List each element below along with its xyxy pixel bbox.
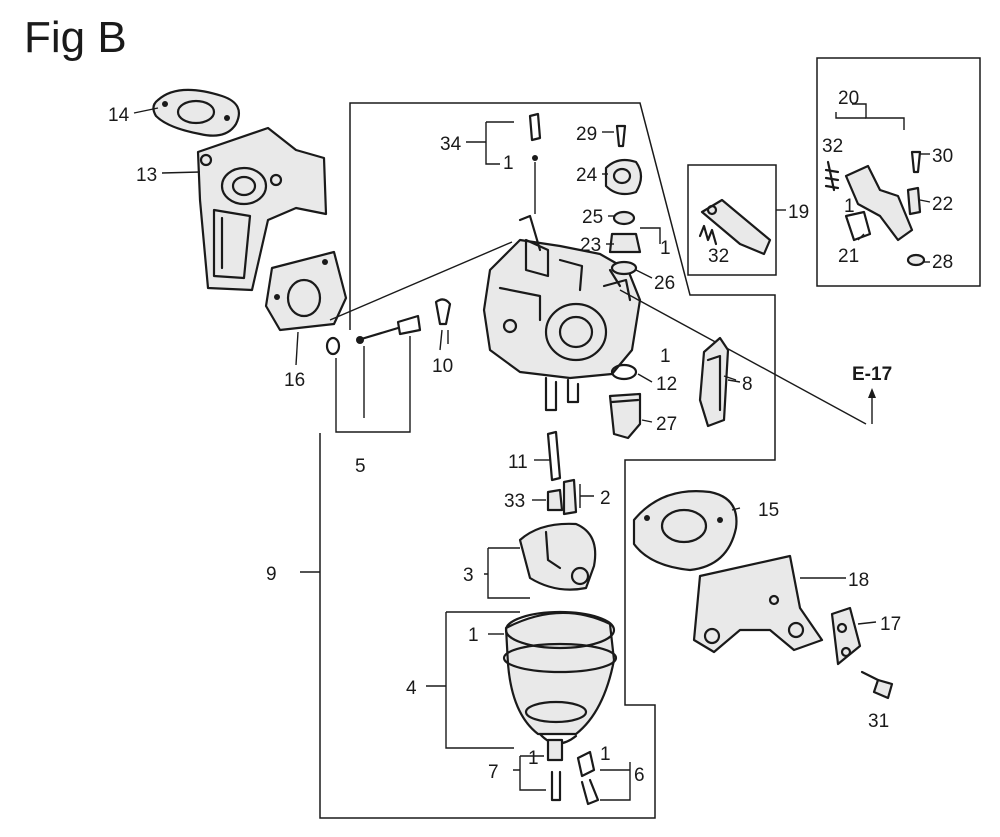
callout-labels: 14 13 16 5 10 34 1 29 24 25 23 1 26 1 12… [108, 88, 953, 786]
lever-19 [698, 198, 772, 256]
callout-27: 27 [656, 414, 677, 435]
callout-25: 25 [582, 207, 603, 228]
float-8 [698, 336, 737, 428]
leader-carb-right [619, 289, 867, 425]
callout-33: 33 [504, 491, 525, 512]
insulator-13 [196, 126, 328, 292]
callout-1-7: 1 [528, 748, 539, 769]
callout-1-21: 1 [844, 196, 855, 217]
arm-20 [824, 150, 926, 267]
callout-32-lever: 32 [708, 246, 729, 267]
lever-box [687, 164, 777, 276]
callout-34: 34 [440, 134, 462, 155]
callout-18: 18 [848, 570, 869, 591]
gasket-15 [632, 490, 738, 572]
callout-12: 12 [656, 374, 677, 395]
callout-5: 5 [355, 456, 366, 477]
stack-24-26 [604, 124, 643, 288]
callout-8: 8 [742, 374, 753, 395]
callout-15: 15 [758, 500, 779, 521]
arm-box [816, 57, 981, 287]
drain-screws-6-7 [546, 738, 600, 806]
float-12-27 [608, 363, 642, 440]
gasket-16 [264, 250, 348, 332]
assembly-frame-9 [319, 102, 776, 819]
callout-19: 19 [788, 202, 809, 223]
leader-carb-left [329, 241, 513, 321]
leader-lines [133, 103, 931, 801]
ref-e17: E-17 [852, 364, 892, 385]
callout-1-top: 1 [503, 153, 514, 174]
ref-arrowhead [868, 388, 876, 398]
callout-1-6: 1 [600, 744, 611, 765]
float-chamber-4 [502, 610, 618, 745]
callout-13: 13 [136, 165, 157, 186]
callout-3: 3 [463, 565, 474, 586]
carburetor-body [482, 214, 642, 412]
callout-17: 17 [880, 614, 901, 635]
clip-17 [830, 606, 862, 666]
shield-18 [692, 554, 824, 654]
callout-28: 28 [932, 252, 953, 273]
pilot-screw-5 [325, 314, 422, 433]
callout-1-12: 1 [660, 346, 671, 367]
float-3 [518, 522, 597, 591]
jet-11 [546, 430, 578, 516]
callout-6: 6 [634, 765, 645, 786]
callout-2: 2 [600, 488, 611, 509]
callout-1-23: 1 [660, 238, 671, 259]
callout-10: 10 [432, 356, 453, 377]
callout-9: 9 [266, 564, 277, 585]
callout-4: 4 [406, 678, 417, 699]
callout-30: 30 [932, 146, 953, 167]
callout-14: 14 [108, 105, 130, 126]
callout-32-arm: 32 [822, 136, 843, 157]
callout-29: 29 [576, 124, 597, 145]
callout-11: 11 [508, 452, 528, 473]
callout-16: 16 [284, 370, 305, 391]
screw-10 [434, 298, 452, 344]
bolt-31 [860, 670, 894, 700]
callout-1-4: 1 [468, 625, 479, 646]
callout-31: 31 [868, 711, 889, 732]
callout-21: 21 [838, 246, 859, 267]
callout-20: 20 [838, 88, 859, 109]
callout-23: 23 [580, 235, 601, 256]
callout-24: 24 [576, 165, 598, 186]
callout-7: 7 [488, 762, 499, 783]
callout-22: 22 [932, 194, 953, 215]
callout-26: 26 [654, 273, 675, 294]
screw-34 [528, 112, 542, 214]
gasket-14 [152, 88, 240, 137]
figure-title: Fig B [24, 13, 127, 62]
